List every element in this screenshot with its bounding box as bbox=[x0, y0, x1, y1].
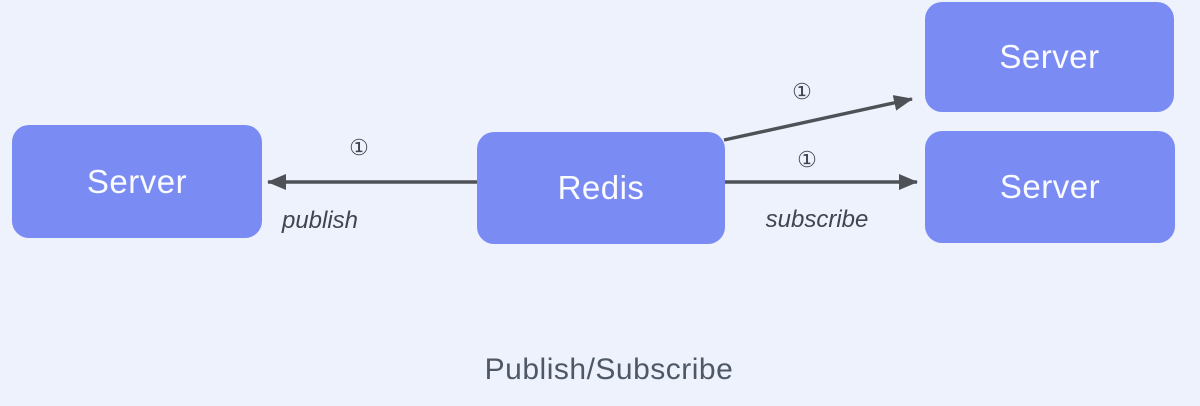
node-redis: Redis bbox=[477, 132, 725, 244]
node-server-top-right-label: Server bbox=[999, 38, 1100, 75]
node-server-bottom-right: Server bbox=[925, 131, 1175, 243]
node-server-left-label: Server bbox=[86, 162, 188, 200]
node-server-left: Server bbox=[12, 125, 262, 238]
step-1-marker-publish: ① bbox=[349, 135, 369, 160]
step-1-marker-subscribe-bottom: ① bbox=[797, 147, 817, 172]
node-server-top-right: Server bbox=[925, 2, 1174, 112]
diagram-title: Publish/Subscribe bbox=[484, 353, 734, 386]
subscribe-label: subscribe bbox=[765, 206, 869, 233]
subscribe-arrow-top bbox=[723, 95, 913, 142]
node-redis-label: Redis bbox=[557, 169, 645, 206]
publish-label: publish bbox=[281, 207, 359, 234]
node-server-bottom-right-label: Server bbox=[999, 168, 1101, 205]
step-1-marker-subscribe-top: ① bbox=[792, 79, 812, 104]
